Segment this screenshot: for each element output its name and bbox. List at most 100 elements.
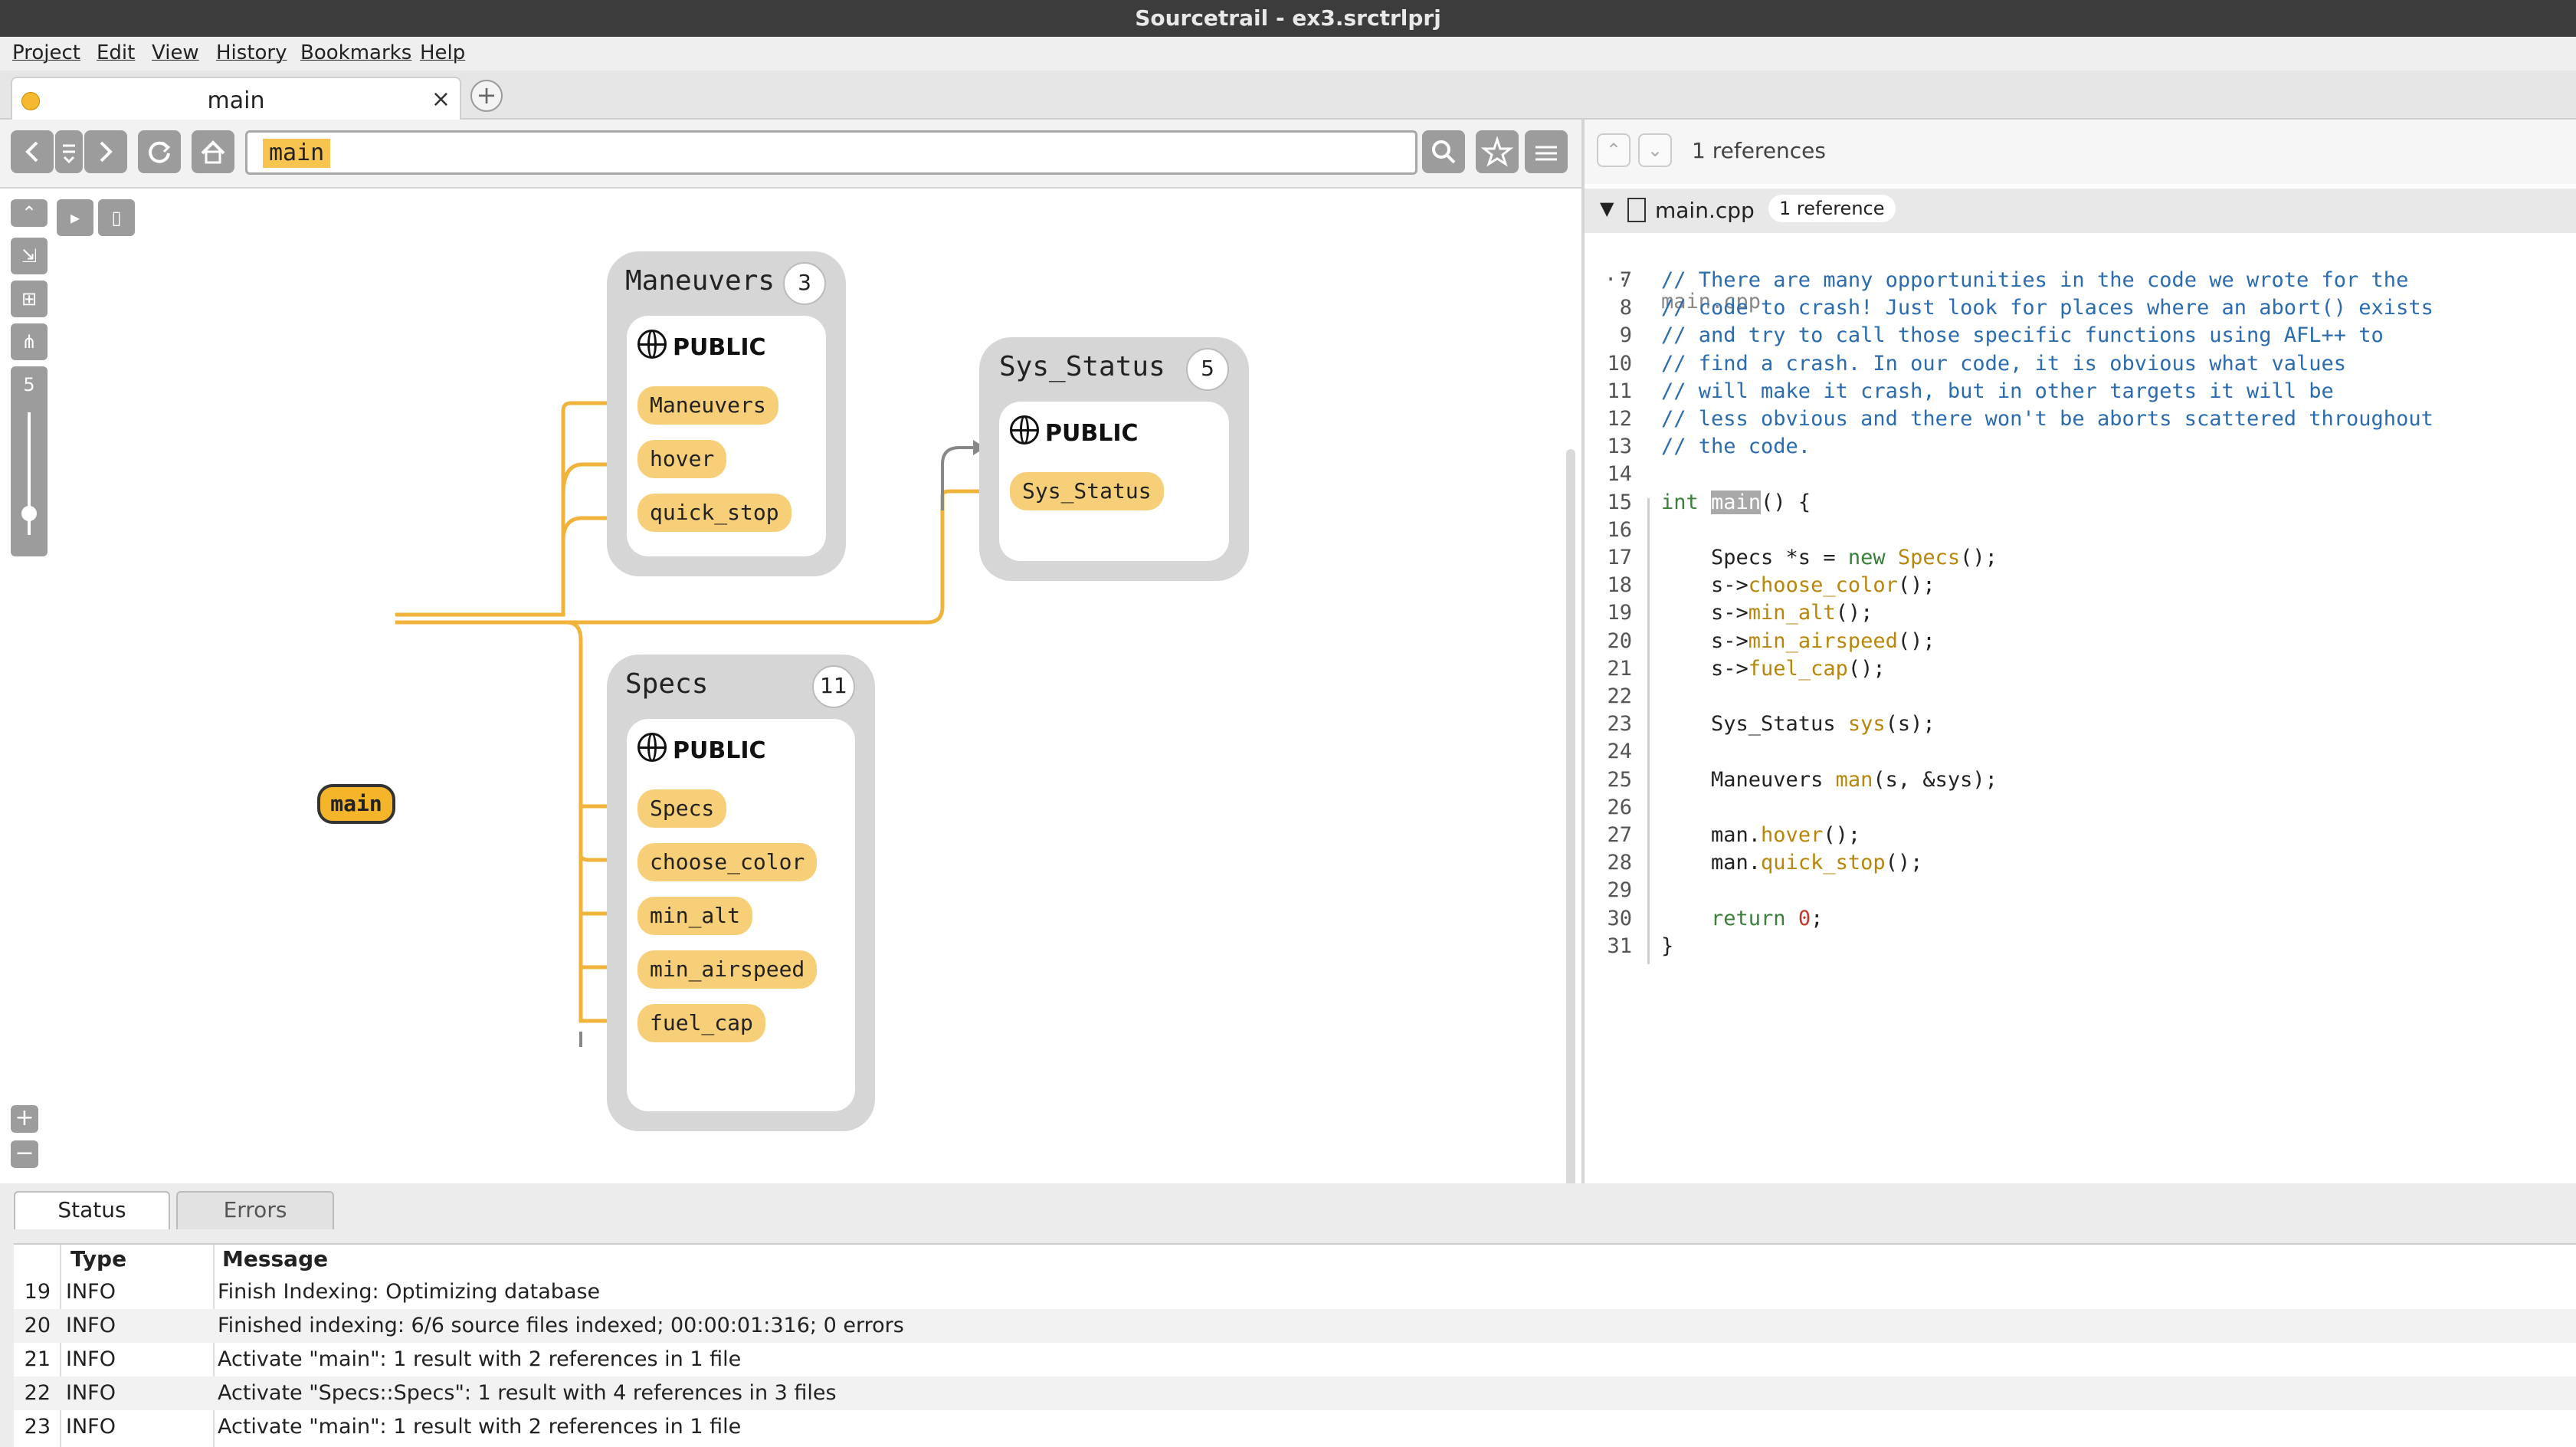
next-reference-button[interactable]: ⌄ (1638, 133, 1672, 167)
graph-layout-icon[interactable]: ⊞ (11, 281, 48, 317)
member-specs[interactable]: Specs (637, 789, 727, 828)
row-number: 20 (24, 1314, 51, 1337)
code-header: ⌃ ⌄ 1 references (1585, 120, 2576, 184)
member-fuel-cap[interactable]: fuel_cap (637, 1004, 765, 1042)
menu-help[interactable]: Help (420, 41, 466, 64)
code-line[interactable]: 10// find a crash. In our code, it is ob… (1585, 350, 2576, 378)
code-line[interactable]: 23 Sys_Status sys(s); (1585, 710, 2576, 738)
tab-close-icon[interactable]: × (431, 86, 451, 113)
reference-count: 1 references (1692, 138, 1826, 163)
code-line[interactable]: 20 s->min_airspeed(); (1585, 628, 2576, 655)
access-label: PUBLIC (1045, 420, 1139, 447)
depth-slider[interactable]: 5 (11, 366, 48, 556)
code-text: s->choose_color(); (1661, 573, 1935, 598)
code-line[interactable]: 12// less obvious and there won't be abo… (1585, 405, 2576, 433)
collapse-triangle-icon[interactable]: ▼ (1600, 198, 1614, 219)
code-line[interactable]: 17 Specs *s = new Specs(); (1585, 544, 2576, 572)
history-dropdown-button[interactable] (55, 130, 83, 173)
collapse-icon[interactable]: ⌃ (11, 199, 48, 227)
zoom-out-button[interactable]: − (11, 1140, 38, 1168)
tab-status[interactable]: Status (14, 1191, 170, 1229)
search-query-token[interactable]: main (263, 139, 331, 168)
code-line[interactable]: 8// code to crash! Just look for places … (1585, 294, 2576, 322)
refresh-button[interactable] (138, 130, 181, 173)
code-line[interactable]: 29 (1585, 877, 2576, 904)
tree-layout-icon[interactable]: ⋔ (11, 323, 48, 360)
member-min-airspeed[interactable]: min_airspeed (637, 950, 818, 989)
search-input[interactable]: main (245, 130, 1417, 175)
file-header[interactable]: ▼ main.cpp 1 reference (1585, 189, 2576, 233)
edge-main-quickstop (561, 516, 628, 542)
class-title: Specs (625, 668, 709, 700)
class-node-sys-status[interactable]: Sys_Status 5 PUBLIC Sys_Status (979, 337, 1249, 581)
code-line[interactable]: 31} (1585, 933, 2576, 960)
graph-scrollbar[interactable] (1566, 449, 1575, 1308)
tab-errors[interactable]: Errors (176, 1191, 334, 1229)
code-line[interactable]: 26 (1585, 794, 2576, 822)
member-sys-status[interactable]: Sys_Status (1010, 472, 1164, 510)
code-view-icon[interactable]: ▸ (57, 199, 93, 236)
member-maneuvers[interactable]: Maneuvers (637, 386, 778, 425)
code-line[interactable]: 18 s->choose_color(); (1585, 572, 2576, 599)
tab-main[interactable]: main × (11, 77, 461, 120)
code-line[interactable]: 24 (1585, 738, 2576, 766)
forward-button[interactable] (84, 130, 127, 173)
member-hover[interactable]: hover (637, 440, 727, 478)
menu-history[interactable]: History (216, 41, 287, 64)
code-line[interactable]: 14 (1585, 461, 2576, 488)
code-line[interactable]: 13// the code. (1585, 433, 2576, 461)
member-quick-stop[interactable]: quick_stop (637, 494, 791, 532)
file-reference-badge: 1 reference (1768, 195, 1896, 222)
code-line[interactable]: 7// There are many opportunities in the … (1585, 267, 2576, 294)
code-line[interactable]: 30 return 0; (1585, 905, 2576, 933)
panel-divider[interactable] (1581, 120, 1585, 1183)
code-line[interactable]: 28 man.quick_stop(); (1585, 849, 2576, 877)
menu-project[interactable]: Project (12, 41, 80, 64)
code-line[interactable]: 9// and try to call those specific funct… (1585, 322, 2576, 349)
member-count-badge[interactable]: 11 (812, 665, 855, 708)
back-button[interactable] (11, 130, 54, 173)
line-number: 8 (1619, 296, 1632, 320)
member-min-alt[interactable]: min_alt (637, 897, 753, 935)
graph-view[interactable]: ⌃ ▸ ▯ ⇲ ⊞ ⋔ 5 + − (0, 189, 1581, 1361)
layout-icon[interactable]: ⇲ (11, 238, 48, 274)
refresh-icon (149, 141, 171, 163)
prev-reference-button[interactable]: ⌃ (1597, 133, 1630, 167)
code-line[interactable]: 11// will make it crash, but in other ta… (1585, 378, 2576, 405)
member-count-badge[interactable]: 3 (783, 262, 826, 305)
code-line[interactable]: 19 s->min_alt(); (1585, 599, 2576, 627)
zoom-in-button[interactable]: + (11, 1105, 38, 1133)
class-title: Sys_Status (999, 351, 1165, 382)
menu-bookmarks[interactable]: Bookmarks (300, 41, 412, 64)
code-text: // find a crash. In our code, it is obvi… (1661, 351, 2347, 376)
new-tab-button[interactable]: + (470, 80, 503, 112)
menu-edit[interactable]: Edit (97, 41, 136, 64)
search-button[interactable] (1422, 130, 1465, 173)
home-button[interactable] (192, 130, 234, 173)
bookmark-manager-button[interactable] (1525, 130, 1568, 173)
member-choose-color[interactable]: choose_color (637, 843, 818, 881)
class-node-maneuvers[interactable]: Maneuvers 3 PUBLIC Maneuvers hover quick… (607, 251, 846, 576)
code-text: man.quick_stop(); (1661, 851, 1923, 875)
member-count-badge[interactable]: 5 (1186, 348, 1229, 391)
main-function-node[interactable]: main (317, 784, 395, 824)
code-line[interactable]: 22 (1585, 683, 2576, 710)
code-line[interactable]: 25 Maneuvers man(s, &sys); (1585, 766, 2576, 794)
public-section: PUBLIC Sys_Status (999, 402, 1229, 561)
menu-view[interactable]: View (152, 41, 199, 64)
code-line[interactable]: 21 s->fuel_cap(); (1585, 655, 2576, 683)
bookmark-button[interactable] (1476, 130, 1519, 173)
tab-bar: main × (0, 71, 2576, 120)
code-line[interactable]: 27 man.hover(); (1585, 822, 2576, 849)
class-node-specs[interactable]: Specs 11 PUBLIC Specs choose_color min_a… (607, 655, 875, 1131)
code-view[interactable]: .. main.cpp 7// There are many opportuni… (1585, 233, 2576, 1183)
file-icon[interactable]: ▯ (98, 199, 135, 236)
code-line[interactable]: 16 (1585, 517, 2576, 544)
